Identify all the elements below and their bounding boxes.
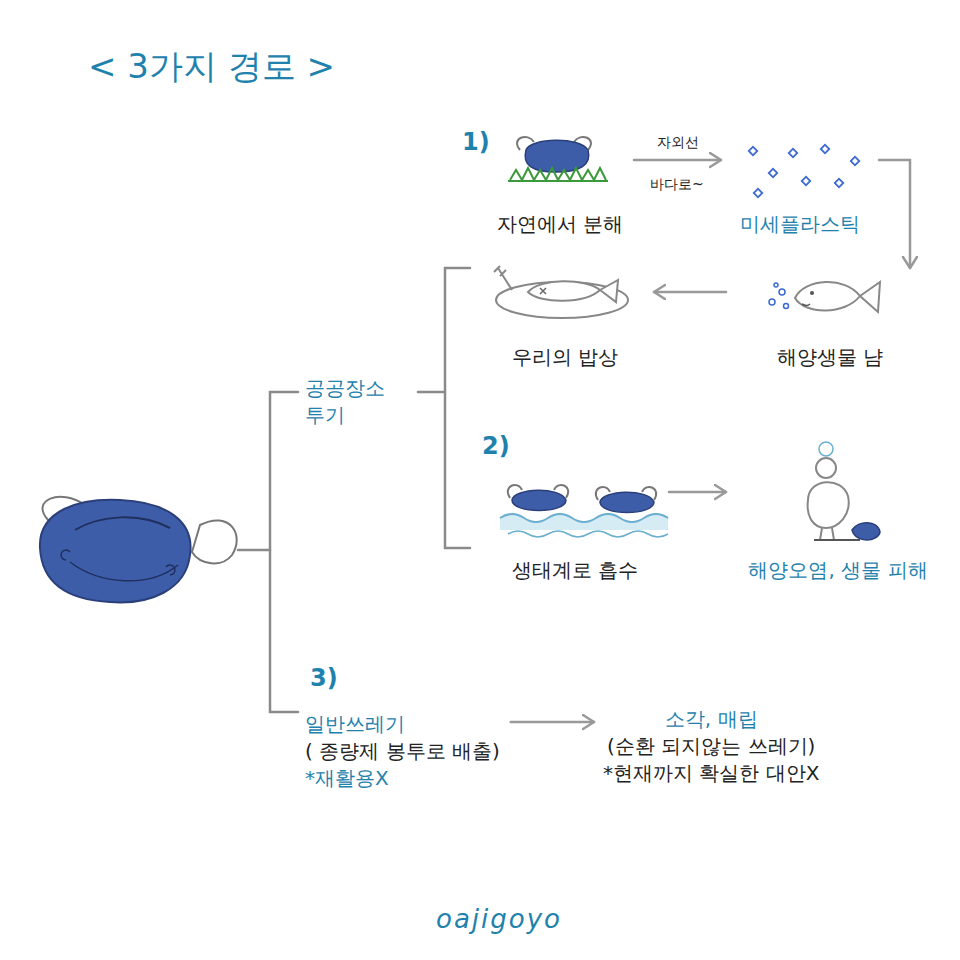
- flow-arrow: [669, 491, 726, 494]
- node-text: 미세플라스틱: [740, 211, 860, 238]
- node-text: 공공장소 투기: [305, 375, 401, 429]
- node-text: 해양오염, 생물 피해: [748, 557, 927, 584]
- plate-fish: [494, 266, 628, 318]
- step-box: 생태계로 흡수: [485, 470, 665, 588]
- flow-arrow: [654, 291, 726, 294]
- flow-arrow: [879, 160, 910, 268]
- node-text: *재활용X: [305, 765, 500, 792]
- mask-figure: [40, 497, 237, 602]
- node-text: 일반쓰레기: [305, 711, 500, 738]
- callout-number: 3): [310, 664, 338, 692]
- node-text: (순환 되지않는 쓰레기): [603, 733, 819, 760]
- fish-eating: [769, 282, 880, 312]
- node-text: 생태계로 흡수: [512, 557, 638, 584]
- flow-arrow: [634, 159, 721, 162]
- flow-arrow: [511, 721, 594, 724]
- branch-box: 일반쓰레기( 종량제 봉투로 배출)*재활용X: [302, 708, 503, 795]
- node-text: 자연에서 분해: [497, 211, 623, 238]
- node-text: 해양생물 냠: [777, 344, 883, 371]
- diagram-title: < 3가지 경로 >: [88, 44, 335, 90]
- arrow-label: 자외선: [657, 134, 699, 152]
- mask-on-grass: [508, 137, 608, 181]
- watermark: oajigoyo: [436, 904, 562, 934]
- callout-number: 2): [482, 432, 510, 460]
- branch-box: 공공장소 투기: [302, 372, 404, 432]
- bracket: [238, 268, 470, 712]
- bird-harmed: [808, 442, 880, 540]
- step-box: 미세플라스틱: [725, 135, 875, 242]
- microplastic-dots: [749, 145, 859, 197]
- branch-box: 소각, 매립(순환 되지않는 쓰레기)*현재까지 확실한 대안X: [600, 703, 822, 790]
- masks-on-waves: [500, 485, 668, 537]
- step-box: 해양오염, 생물 피해: [722, 440, 954, 588]
- callout-number: 1): [462, 128, 490, 156]
- step-box: 자연에서 분해: [490, 128, 630, 242]
- arrow-note: 바다로~: [650, 176, 704, 194]
- node-text: ( 종량제 봉투로 배출): [305, 738, 500, 765]
- node-text: 우리의 밥상: [512, 344, 618, 371]
- step-box: 해양생물 냠: [730, 268, 930, 375]
- node-text: *현재까지 확실한 대안X: [603, 760, 819, 787]
- step-box: 우리의 밥상: [480, 262, 650, 375]
- node-text: 소각, 매립: [603, 706, 819, 733]
